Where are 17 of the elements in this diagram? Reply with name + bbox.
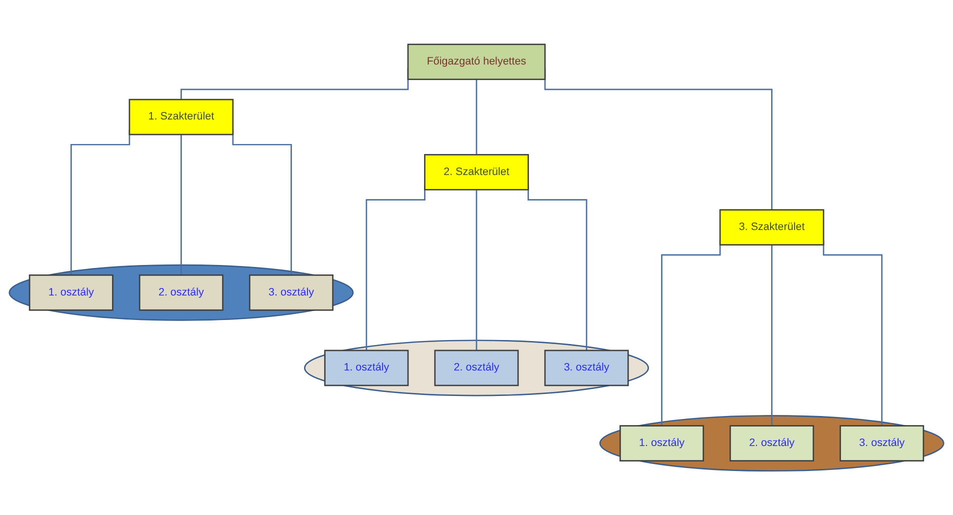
node-box: Főigazgató helyettes [407,44,546,80]
node-box: 3. Szakterület [719,209,824,246]
connector [180,134,182,276]
node-box: 1. osztály [620,425,704,462]
node-box: 3. osztály [249,274,334,311]
node-box: 1. Szakterület [128,98,234,136]
node-box: 2. osztály [434,350,519,386]
node-box: 3. osztály [840,425,924,462]
node-box: 1. osztály [324,350,409,386]
connector [771,244,772,426]
node-box: 3. osztály [544,350,629,386]
connector [476,190,478,351]
node-box: 1. osztály [28,274,114,311]
node-box: 2. osztály [730,425,814,462]
node-box: 2. osztály [138,274,224,311]
connector [476,79,478,156]
node-box: 2. Szakterület [424,154,529,190]
